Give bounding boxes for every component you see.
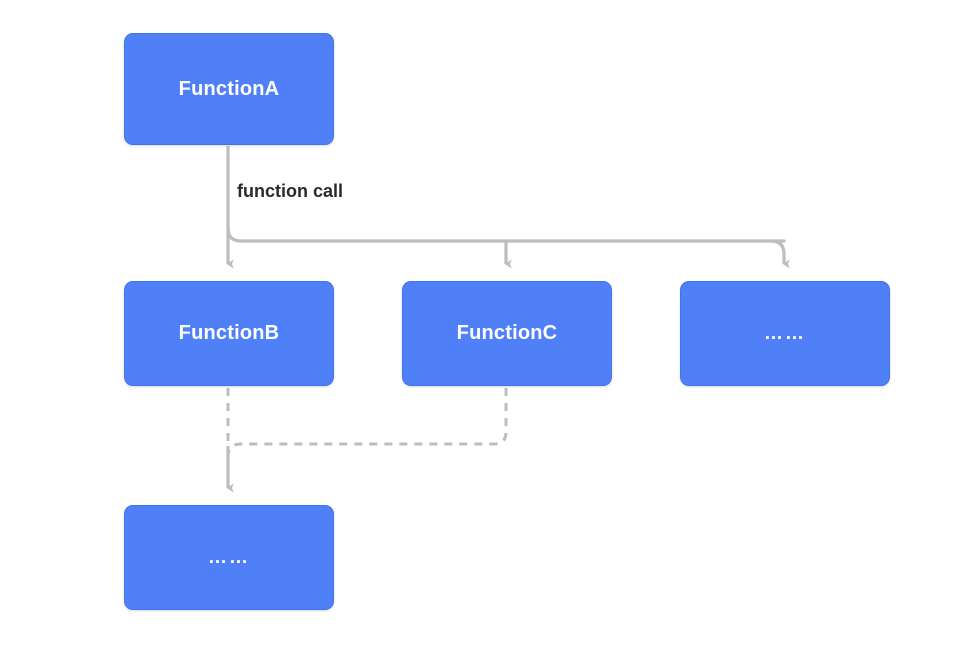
node-functionC-label: FunctionC bbox=[456, 322, 558, 344]
edge-label-function-call: function call bbox=[237, 181, 343, 202]
node-more-row3-label: …… bbox=[208, 546, 250, 568]
edge-functionA-to-more-row2 bbox=[770, 239, 790, 269]
node-functionA-label: FunctionA bbox=[178, 77, 280, 100]
edge-functionA-branch-bus bbox=[226, 226, 786, 243]
edge-label-function-call-text: function call bbox=[237, 181, 344, 201]
node-functionC[interactable]: FunctionC bbox=[402, 281, 612, 386]
node-more-row2[interactable]: …… bbox=[680, 281, 890, 386]
node-more-row3[interactable]: …… bbox=[124, 505, 334, 610]
node-functionA[interactable]: FunctionA bbox=[124, 33, 334, 145]
edge-functionC-to-more-row3-dashed bbox=[226, 388, 508, 456]
node-functionB-label: FunctionB bbox=[178, 322, 280, 344]
node-functionB[interactable]: FunctionB bbox=[124, 281, 334, 386]
node-more-row2-label: …… bbox=[764, 322, 806, 344]
